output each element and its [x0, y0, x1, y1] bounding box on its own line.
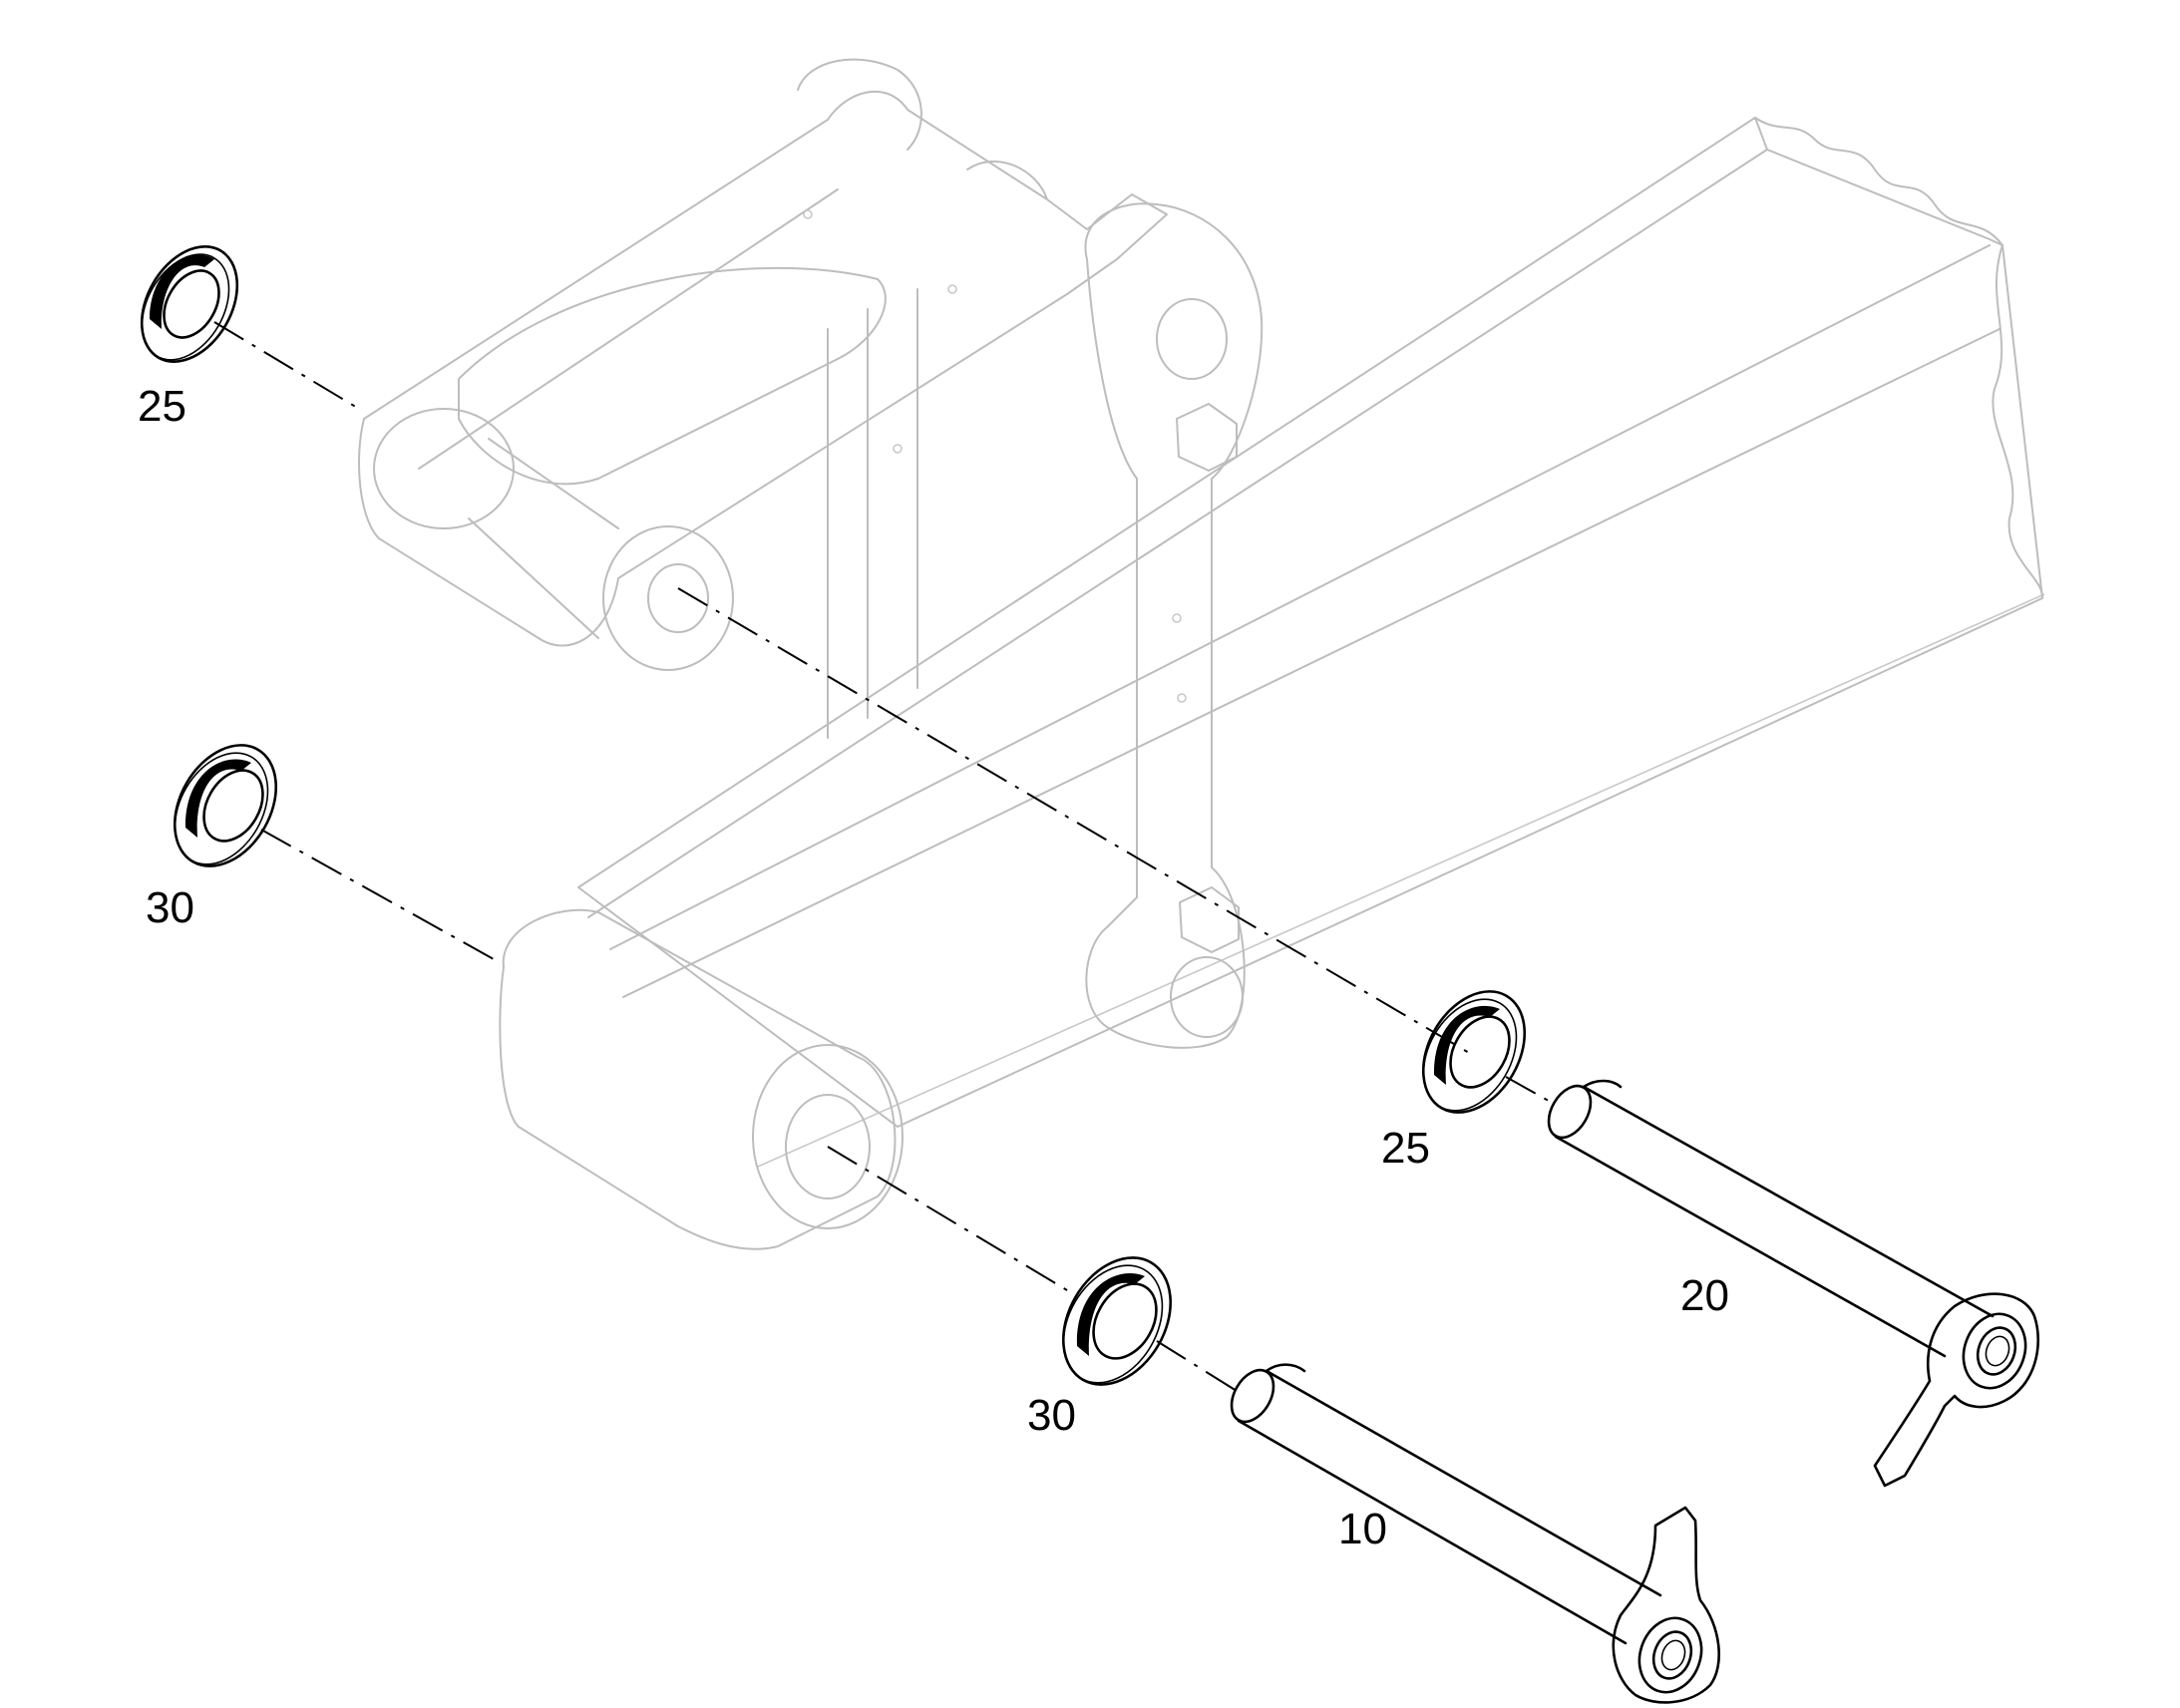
callout-washer-30-bottom: 30 [1027, 1391, 1076, 1440]
washer-30-bottom [1061, 1256, 1173, 1386]
washer-25-right [1421, 990, 1527, 1114]
pin-10 [1230, 1363, 1721, 1704]
pin-20 [1547, 1079, 2040, 1488]
washer-30-mid-left [173, 744, 278, 867]
callout-washer-25-right: 25 [1381, 1124, 1430, 1173]
callout-washer-25-top-left: 25 [138, 382, 186, 431]
washer-25-top-left [140, 245, 239, 363]
callout-pin-10: 10 [1338, 1505, 1387, 1553]
callout-pin-20: 20 [1680, 1271, 1729, 1320]
assembly-centerlines [213, 321, 1557, 1392]
boom-assembly-ghost [358, 58, 2045, 1250]
callout-washer-30-mid-left: 30 [146, 883, 194, 932]
